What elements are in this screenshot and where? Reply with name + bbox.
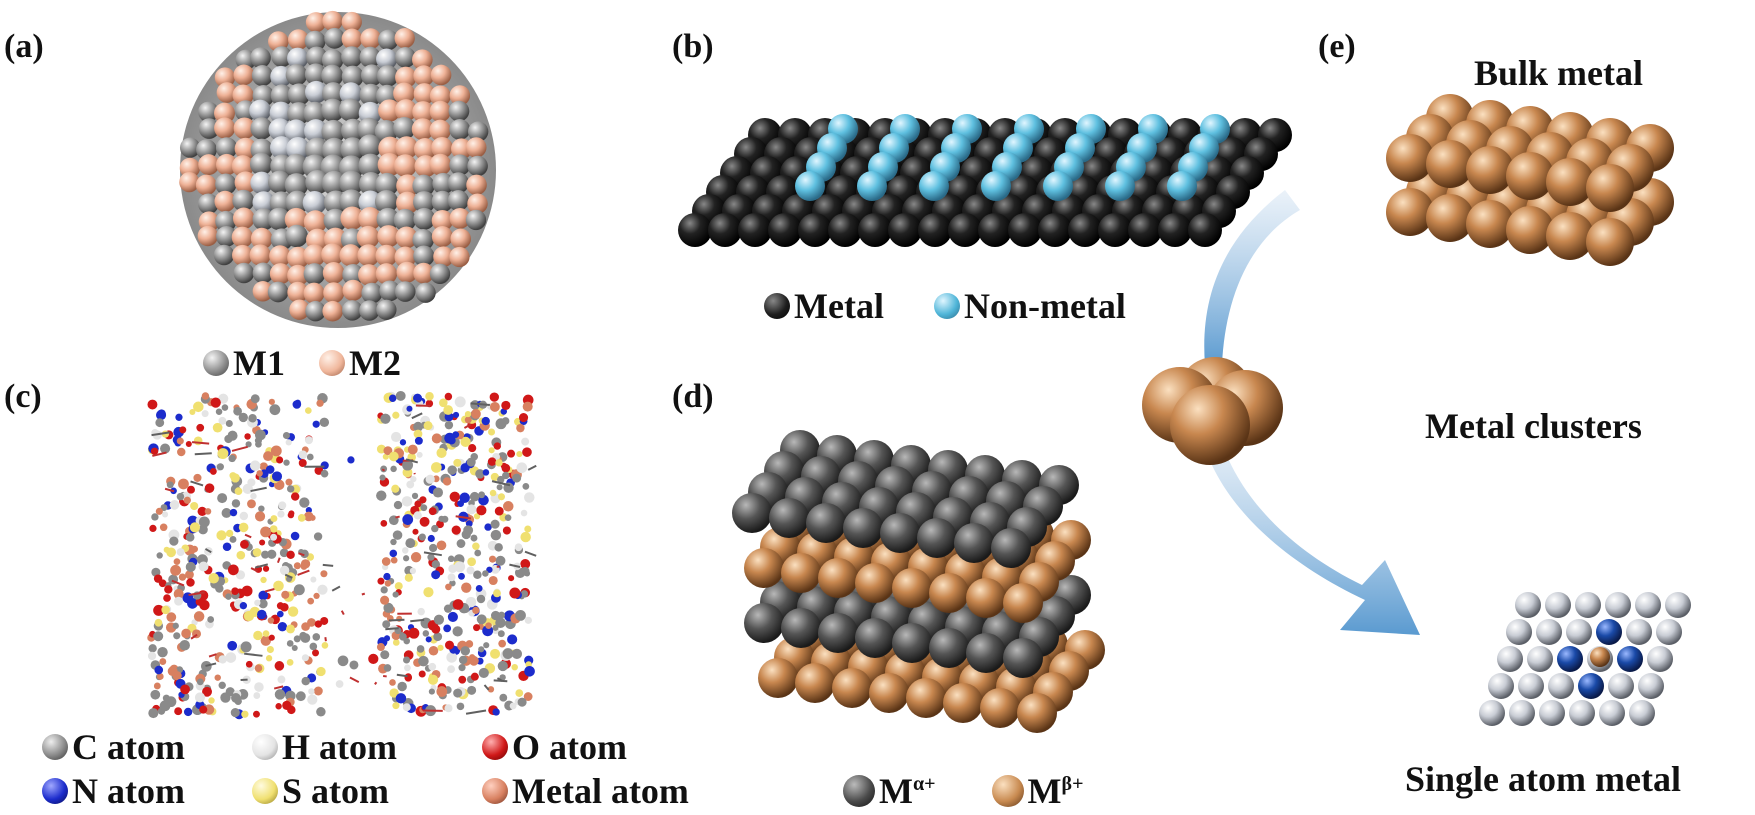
- legend-label-metal-atom: Metal atom: [512, 771, 689, 811]
- bulk-metal-block: [1386, 94, 1674, 266]
- legend-ball-m2: [318, 350, 345, 376]
- bimetallic-nanoparticle: [179, 10, 496, 328]
- legend-label-m1: M1: [233, 343, 285, 383]
- legend-ball-m-alpha: [843, 775, 875, 807]
- panel-label-a: (a): [4, 28, 44, 65]
- panel-label-b: (b): [672, 28, 714, 65]
- panel-label-e: (e): [1318, 28, 1356, 65]
- legend-label-c-atom: C atom: [72, 727, 185, 767]
- legend-label-m2: M2: [348, 343, 401, 383]
- legend-label-h-atom: H atom: [282, 727, 397, 767]
- size-arrows: [1200, 190, 1420, 635]
- legend-b: Metal Non-metal: [764, 285, 1126, 327]
- bulk-metal-title: Bulk metal: [1474, 53, 1644, 93]
- legend-label-m-beta: Mβ+: [1027, 771, 1084, 811]
- legend-label-nonmetal: Non-metal: [963, 286, 1126, 326]
- legend-ball-n-atom: [42, 778, 68, 804]
- panel-label-c: (c): [4, 378, 42, 415]
- legend-ball-m1: [203, 350, 229, 376]
- legend-ball-o-atom: [482, 734, 508, 760]
- mof-framework: [147, 390, 537, 720]
- legend-ball-h-atom: [252, 734, 278, 760]
- metal-cluster: [1142, 357, 1283, 465]
- legend-label-o-atom: O atom: [512, 727, 627, 767]
- legend-ball-c-atom: [42, 734, 68, 760]
- metal-clusters-title: Metal clusters: [1425, 406, 1642, 446]
- panel-label-d: (d): [672, 378, 714, 415]
- legend-ball-s-atom: [252, 778, 278, 804]
- single-atom-metal-title: Single atom metal: [1405, 759, 1681, 799]
- legend-d: Mα+ Mβ+: [843, 770, 1083, 812]
- legend-ball-metal: [764, 293, 790, 319]
- metal-nonmetal-sheet: [678, 114, 1292, 247]
- legend-ball-nonmetal: [933, 293, 960, 319]
- single-atom-grid: [1479, 592, 1691, 726]
- legend-label-n-atom: N atom: [72, 771, 185, 811]
- legend-a: M1 M2: [203, 342, 401, 384]
- legend-label-m-alpha: Mα+: [879, 771, 936, 811]
- layered-metal-structure: [732, 430, 1105, 733]
- legend-ball-metal-atom: [482, 778, 508, 804]
- legend-label-metal: Metal: [794, 286, 884, 326]
- legend-c-row1: C atom H atom O atom: [42, 726, 627, 768]
- legend-label-s-atom: S atom: [282, 771, 389, 811]
- legend-ball-m-beta: [991, 775, 1024, 807]
- legend-c-row2: N atom S atom Metal atom: [42, 770, 689, 812]
